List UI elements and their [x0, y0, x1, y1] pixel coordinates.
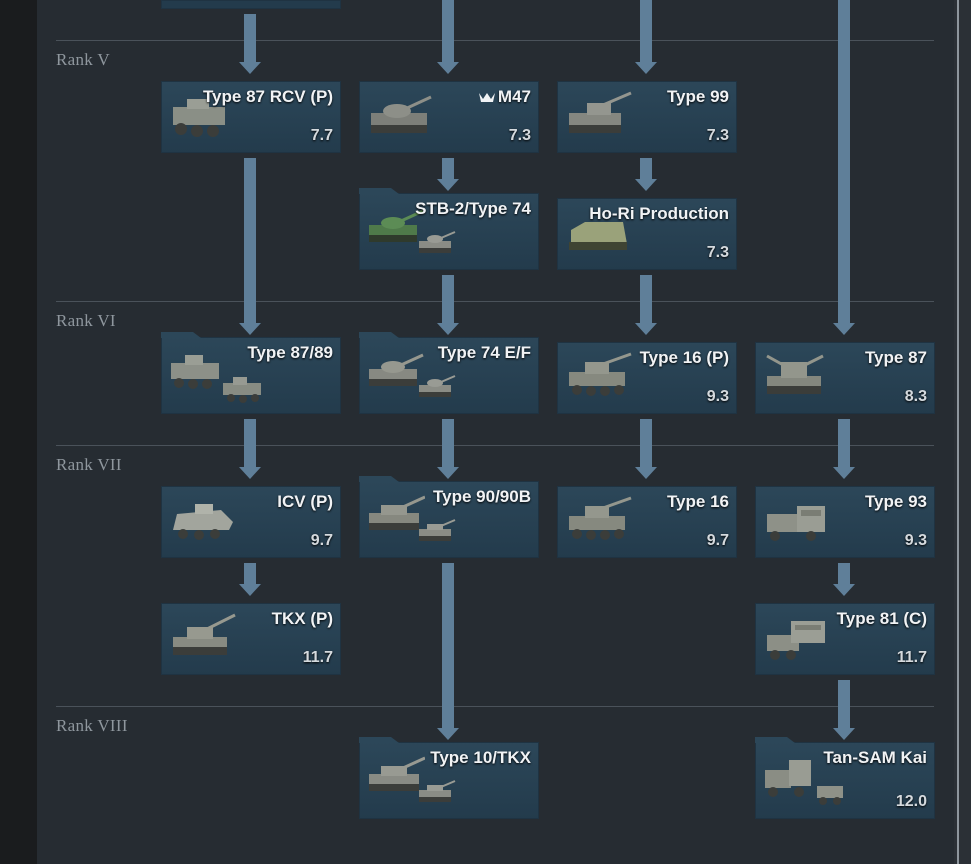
research-arrow — [635, 275, 657, 335]
rank-label-vi: Rank VI — [56, 311, 116, 330]
battle-rating: 9.7 — [310, 532, 333, 549]
tank-icon — [569, 222, 627, 250]
research-arrow — [833, 680, 855, 740]
tank-icon — [767, 621, 825, 660]
tank-icon — [173, 504, 233, 540]
research-arrow — [635, 158, 657, 191]
battle-rating: 9.7 — [706, 532, 729, 549]
tank-icon — [569, 91, 632, 133]
vehicle-name: Tan-SAM Kai — [823, 748, 927, 767]
tank-icon — [817, 786, 843, 805]
rank-label-v: Rank V — [56, 50, 110, 69]
battle-rating: 12.0 — [895, 793, 927, 810]
vehicle-card-type-99[interactable]: Type 99 7.3 — [557, 81, 737, 153]
vehicle-name: Type 10/TKX — [430, 748, 531, 767]
tank-icon — [369, 756, 425, 791]
vehicle-name: Type 93 — [864, 492, 927, 511]
vehicle-name: TKX (P) — [271, 609, 333, 628]
research-arrow — [239, 563, 261, 596]
research-arrow — [239, 419, 261, 479]
vehicle-name: M47 — [478, 87, 531, 107]
scrollbar[interactable] — [954, 0, 971, 864]
research-arrow — [635, 0, 657, 74]
vehicle-card-type-74-e-f[interactable]: Type 74 E/F — [359, 337, 539, 414]
rank-separator — [56, 445, 934, 446]
vehicle-card-type-90-90b[interactable]: Type 90/90B — [359, 481, 539, 558]
tank-icon — [766, 354, 824, 394]
vehicle-card-tkx-p[interactable]: TKX (P) 11.7 — [161, 603, 341, 675]
rank-separator — [56, 40, 934, 41]
tank-icon — [369, 209, 424, 242]
research-arrow — [437, 275, 459, 335]
battle-rating: 11.7 — [896, 649, 927, 666]
research-arrow — [635, 419, 657, 479]
rank-label-viii: Rank VIII — [56, 716, 128, 735]
tank-icon — [419, 231, 456, 253]
scrollbar-thumb[interactable] — [957, 0, 959, 864]
vehicle-card-type-93[interactable]: Type 93 9.3 — [755, 486, 935, 558]
vehicle-card-type-87-89[interactable]: Type 87/89 — [161, 337, 341, 414]
tank-icon — [419, 519, 456, 541]
battle-rating: 9.3 — [904, 532, 927, 549]
tank-icon — [569, 352, 632, 396]
vehicle-name: Type 90/90B — [433, 487, 531, 506]
battle-rating: 7.7 — [310, 127, 333, 144]
vehicle-card-tan-sam-kai[interactable]: Tan-SAM Kai 12.0 — [755, 742, 935, 819]
tank-icon — [371, 95, 432, 133]
research-arrow — [239, 14, 261, 74]
vehicle-card-type-87-rcv-p[interactable]: Type 87 RCV (P) 7.7 — [161, 81, 341, 153]
tank-icon — [767, 506, 825, 541]
usa-eagle-icon — [478, 93, 495, 102]
vehicle-card-type-16-p[interactable]: Type 16 (P) 9.3 — [557, 342, 737, 414]
rank-separator — [56, 301, 934, 302]
research-arrow — [833, 563, 855, 596]
vehicle-name: STB-2/Type 74 — [415, 199, 531, 218]
tank-icon — [173, 613, 236, 655]
vehicle-card-type-87[interactable]: Type 87 8.3 — [755, 342, 935, 414]
vehicle-card-m47[interactable]: M47 7.3 — [359, 81, 539, 153]
tank-icon — [765, 760, 811, 797]
research-arrow — [437, 158, 459, 191]
battle-rating: 9.3 — [706, 388, 729, 405]
vehicle-name: Type 74 E/F — [437, 343, 531, 362]
vehicle-card-type-10-tkx[interactable]: Type 10/TKX — [359, 742, 539, 819]
tank-icon — [369, 353, 424, 386]
vehicle-card-ho-ri-production[interactable]: Ho-Ri Production 7.3 — [557, 198, 737, 270]
tank-icon — [369, 495, 425, 530]
vehicle-name: Type 16 — [666, 492, 729, 511]
vehicle-name: Type 87 — [864, 348, 927, 367]
research-arrow — [833, 0, 855, 335]
tank-icon — [173, 99, 225, 137]
vehicle-name: Type 87 RCV (P) — [202, 87, 333, 106]
battle-rating: 7.3 — [706, 127, 729, 144]
tank-icon — [223, 377, 261, 403]
vehicle-card-icv-p[interactable]: ICV (P) 9.7 — [161, 486, 341, 558]
vehicle-name: Type 16 (P) — [639, 348, 729, 367]
research-arrow — [437, 0, 459, 74]
rank-separator — [56, 706, 934, 707]
research-arrow — [437, 563, 459, 740]
tank-icon — [419, 780, 456, 802]
vehicle-name: ICV (P) — [277, 492, 333, 511]
vehicle-name: Ho-Ri Production — [589, 204, 729, 223]
vehicle-name: Type 87/89 — [247, 343, 333, 362]
vehicle-name-text: M47 — [497, 87, 531, 106]
battle-rating: 7.3 — [706, 244, 729, 261]
vehicle-card-previous[interactable] — [161, 0, 341, 9]
research-arrow — [239, 158, 261, 335]
battle-rating: 8.3 — [904, 388, 927, 405]
research-arrow — [833, 419, 855, 479]
tank-icon — [569, 496, 632, 540]
battle-rating: 7.3 — [508, 127, 531, 144]
vehicle-card-stb-2-type-74[interactable]: STB-2/Type 74 — [359, 193, 539, 270]
tank-icon — [171, 355, 219, 389]
vehicle-card-type-16[interactable]: Type 16 9.7 — [557, 486, 737, 558]
tank-icon — [419, 375, 456, 397]
vehicle-card-type-81-c[interactable]: Type 81 (C) 11.7 — [755, 603, 935, 675]
battle-rating: 11.7 — [302, 649, 333, 666]
vehicle-name: Type 81 (C) — [836, 609, 927, 628]
vehicle-name: Type 99 — [666, 87, 729, 106]
research-arrow — [437, 419, 459, 479]
rank-label-vii: Rank VII — [56, 455, 122, 474]
